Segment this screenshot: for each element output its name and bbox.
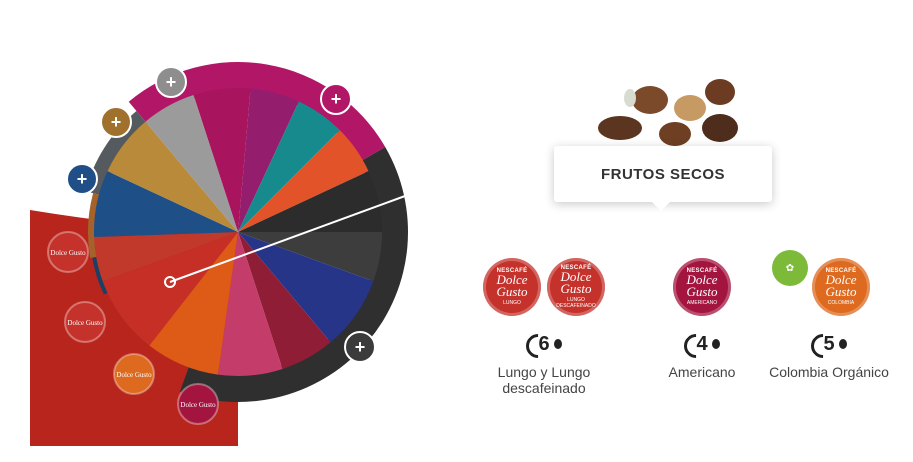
flavor-slice[interactable] [102, 232, 238, 346]
outer-ring-magenta[interactable] [128, 62, 386, 162]
pointer-dot [164, 276, 176, 288]
flavor-slice[interactable] [149, 232, 238, 375]
plus-icon[interactable]: + [66, 163, 98, 195]
flavor-slice[interactable] [193, 88, 251, 232]
capsule-americano[interactable]: NESCAFÉ Dolce Gusto AMERICANO [673, 258, 731, 316]
coffee-group-lungo[interactable]: NESCAFÉ Dolce Gusto LUNGO NESCAFÉ Dolce … [478, 258, 610, 396]
flavor-slice[interactable] [238, 232, 331, 369]
flavor-tooltip: FRUTOS SECOS [554, 146, 772, 211]
group-label: Americano [668, 364, 736, 380]
group-label: Lungo y Lungo descafeinado [497, 364, 591, 396]
outer-ring-grey[interactable] [85, 110, 149, 196]
plus-icon[interactable]: + [320, 83, 352, 115]
coffee-group-colombia[interactable]: NESCAFÉ Dolce Gusto COLOMBIA 5 Colombia … [756, 258, 902, 380]
svg-text:+: + [77, 169, 88, 189]
wheel-capsule-label: Dolce Gusto [180, 401, 216, 409]
plus-icon[interactable]: + [344, 331, 376, 363]
flavor-slice[interactable] [238, 232, 374, 343]
wheel-capsule-label: Dolce Gusto [67, 319, 103, 327]
flavor-slice[interactable] [238, 101, 340, 233]
tooltip-label: FRUTOS SECOS [600, 165, 726, 183]
intensity-icon [679, 329, 714, 363]
svg-text:+: + [355, 337, 366, 357]
wheel-capsule[interactable] [177, 383, 219, 425]
flavor-slice[interactable] [217, 232, 283, 376]
intensity-badge: 4 [650, 329, 754, 363]
capsule-lungo[interactable]: NESCAFÉ Dolce Gusto LUNGO [483, 258, 541, 316]
eu-organic-leaf-icon: ✿ [772, 250, 808, 286]
flavor-slice[interactable] [94, 171, 238, 238]
plus-icon[interactable]: + [100, 106, 132, 138]
wheel-capsule[interactable] [47, 231, 89, 273]
capsule-colombia[interactable]: NESCAFÉ Dolce Gusto COLOMBIA [812, 258, 870, 316]
svg-text:+: + [111, 112, 122, 132]
intensity-value: 6 [538, 332, 550, 355]
intensity-value: 5 [823, 332, 835, 355]
capsule-lungo-descafeinado[interactable]: NESCAFÉ Dolce Gusto LUNGO DESCAFEINADO [547, 258, 605, 316]
wheel-capsule[interactable] [113, 353, 155, 395]
wheel-capsule[interactable] [64, 301, 106, 343]
plus-icon[interactable]: + [155, 66, 187, 98]
flavor-slice[interactable] [145, 95, 238, 233]
nuts-image [598, 79, 738, 146]
intensity-value: 4 [696, 332, 708, 355]
wheel-capsule-label: Dolce Gusto [50, 249, 86, 257]
flavor-slice[interactable] [94, 232, 238, 282]
flavor-slice[interactable] [238, 130, 369, 232]
group-label: Colombia Orgánico [769, 364, 889, 380]
flavor-slice[interactable] [107, 121, 239, 232]
coffee-group-americano[interactable]: NESCAFÉ Dolce Gusto AMERICANO 4 American… [650, 258, 754, 380]
pointer-line [169, 195, 406, 283]
intensity-icon [806, 329, 841, 363]
svg-text:+: + [331, 89, 342, 109]
wheel-capsule-label: Dolce Gusto [116, 371, 152, 379]
intensity-icon [521, 329, 556, 363]
svg-text:+: + [166, 72, 177, 92]
flavor-slice[interactable] [238, 88, 299, 232]
intensity-badge: 6 [478, 329, 610, 363]
intensity-badge: 5 [756, 329, 902, 363]
